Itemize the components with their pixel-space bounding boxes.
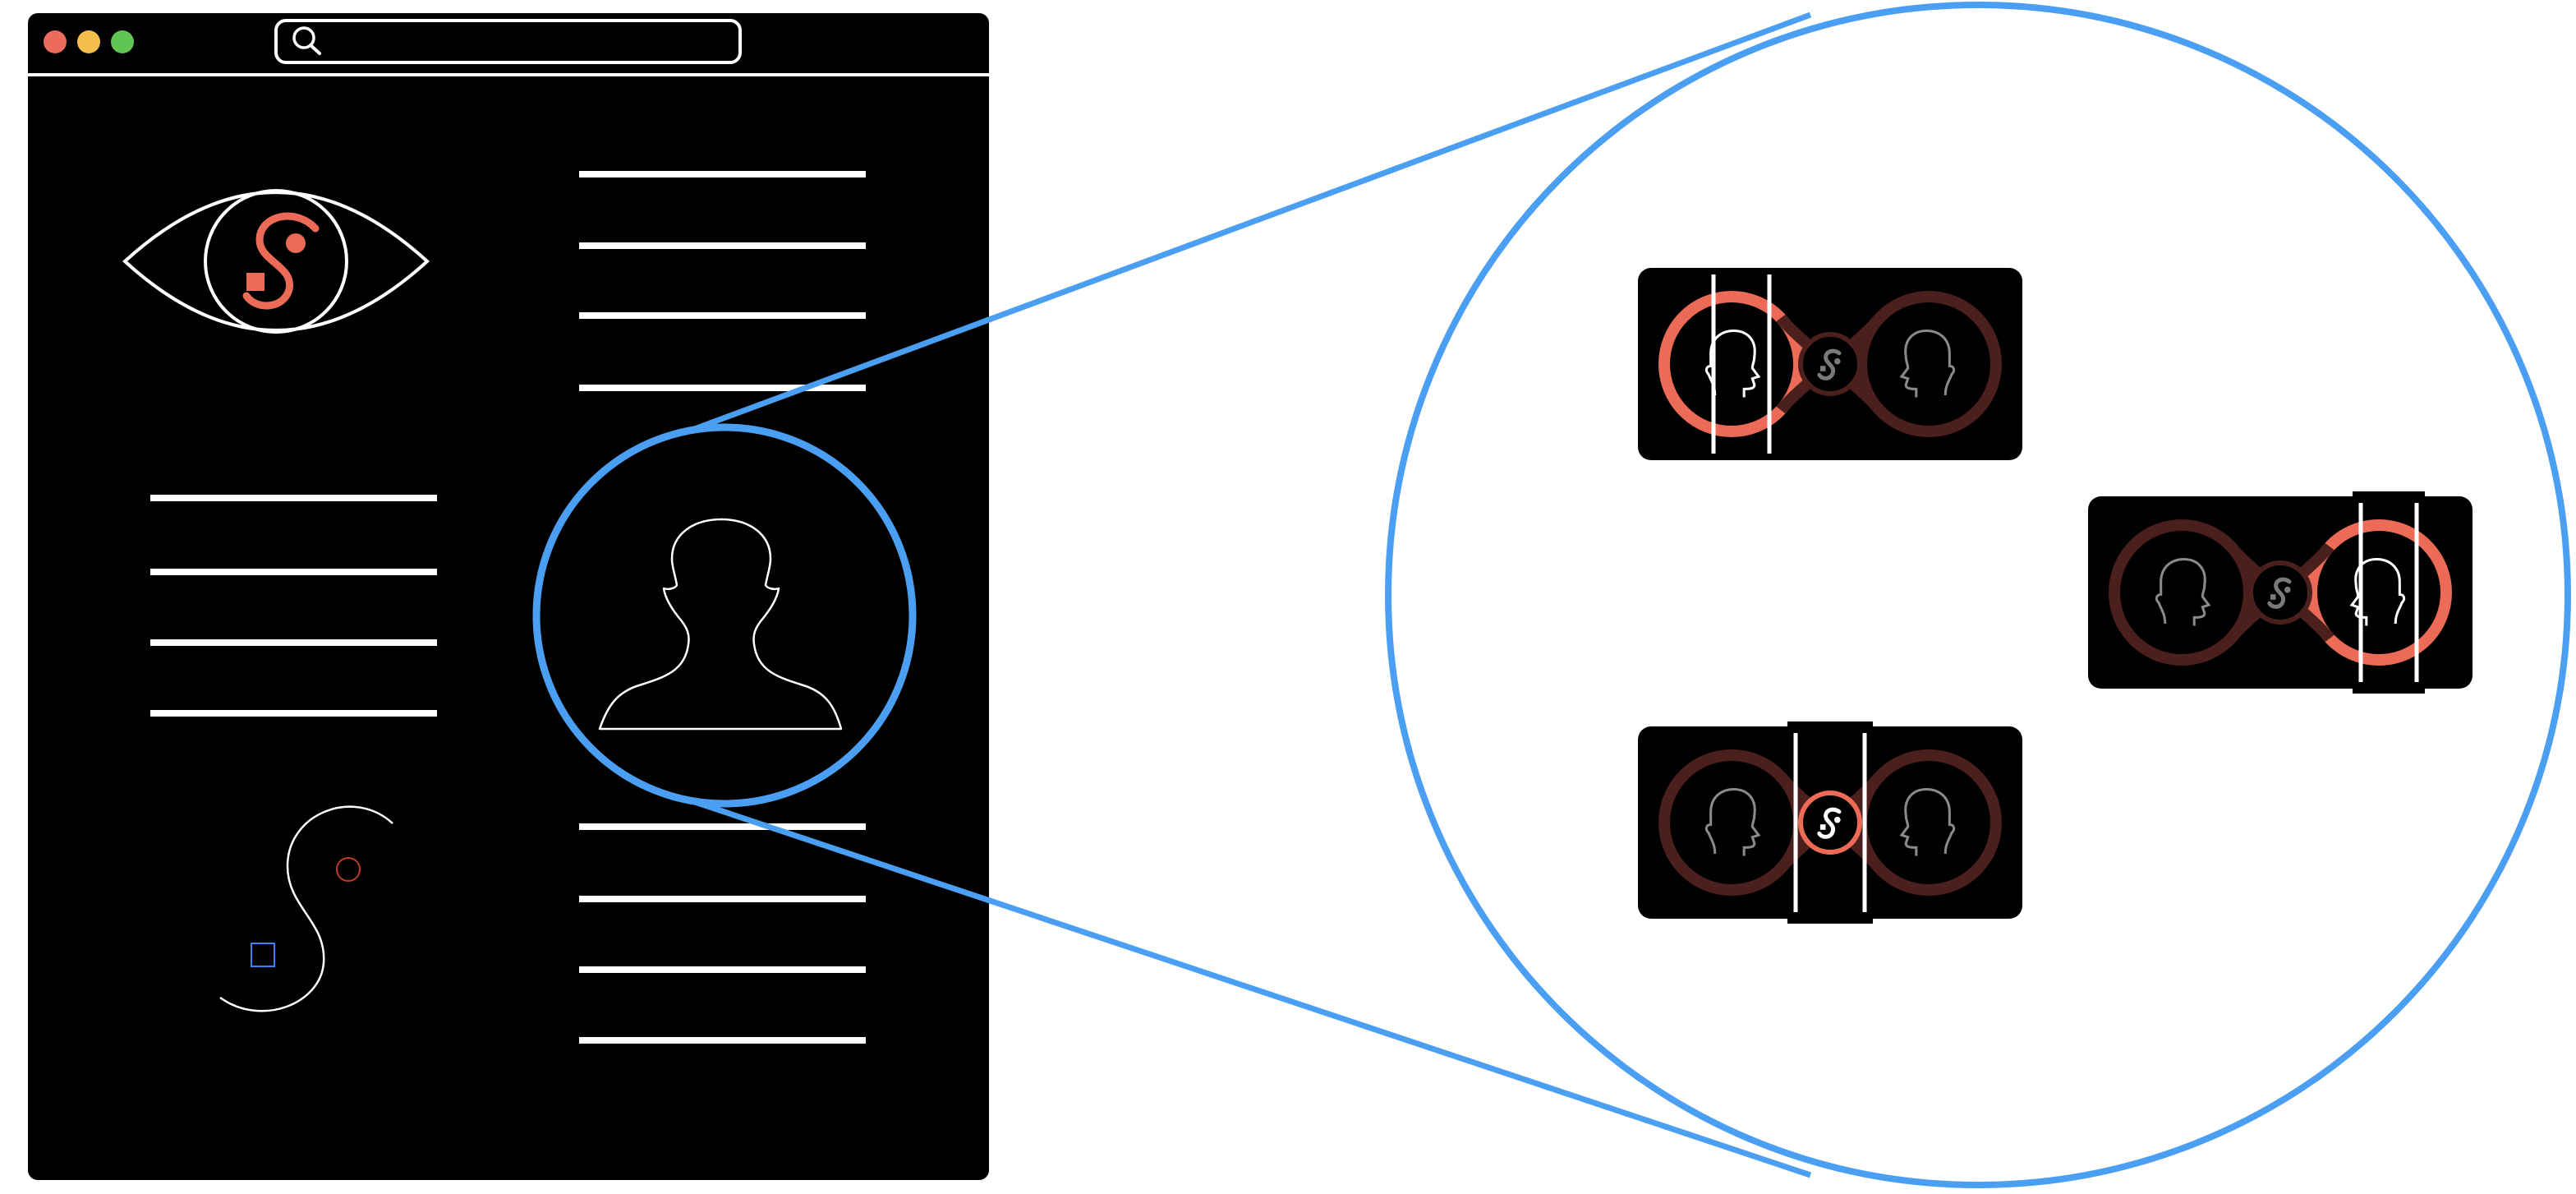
active-focus-band (1787, 721, 1873, 924)
eye-s-logo-icon (122, 189, 430, 334)
minimize-window-button[interactable] (77, 30, 100, 53)
card-center-logo-active (1638, 721, 2022, 924)
focus-band-cap-bottom (2353, 685, 2425, 694)
s-curve-logo-icon (219, 805, 393, 1012)
focus-band-cap-bottom (1787, 915, 1873, 924)
focus-band-cap-top (2353, 491, 2425, 500)
maximize-window-button[interactable] (111, 30, 134, 53)
card-right-head-active (2088, 491, 2472, 694)
search-icon (292, 26, 321, 55)
person-silhouette-icon (598, 518, 843, 731)
person-focus-circle (532, 423, 917, 808)
browser-window (28, 13, 989, 1180)
close-window-button[interactable] (44, 30, 67, 53)
text-lines-left (150, 495, 437, 717)
search-bar[interactable] (274, 19, 742, 64)
active-focus-band (1711, 274, 1772, 454)
focus-band-cap-top (1787, 721, 1873, 730)
active-focus-band (2353, 491, 2425, 694)
text-lines-right-top (579, 171, 866, 391)
search-input[interactable] (274, 19, 742, 64)
text-lines-right-bottom (579, 823, 866, 1044)
zoom-connector-lines (688, 12, 1812, 1178)
card-left-head-active (1638, 268, 2022, 460)
